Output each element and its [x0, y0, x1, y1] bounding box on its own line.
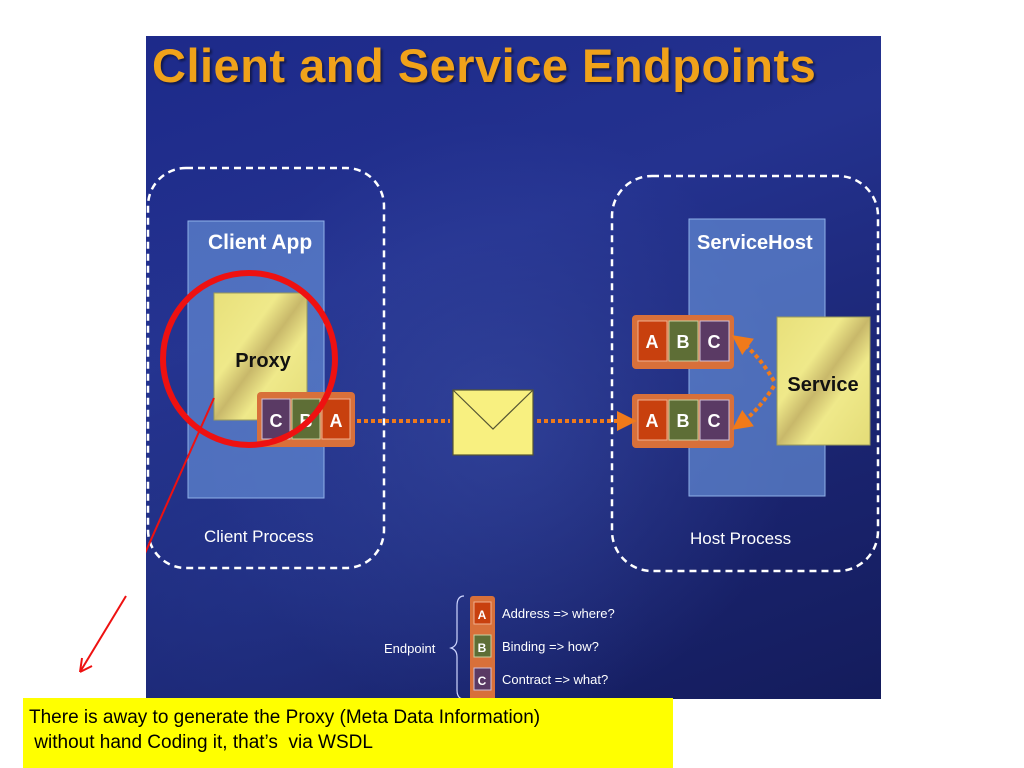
client-endpoint-contract — [261, 398, 291, 440]
host-endpoint-1-letter-c: C — [708, 332, 721, 352]
service-label: Service — [787, 374, 858, 396]
client-process-label: Client Process — [204, 527, 314, 546]
host-endpoint-2-letter-a: A — [646, 411, 659, 431]
host-process-label: Host Process — [690, 529, 791, 548]
client-endpoint-letter-c: C — [270, 411, 283, 431]
legend-address-swatch — [473, 601, 492, 625]
proxy-highlight-circle — [160, 270, 338, 448]
legend-contract-text: Contract => what? — [502, 672, 608, 687]
host-endpoint-1-binding — [668, 320, 699, 362]
host-endpoint-2-binding — [668, 399, 699, 441]
client-endpoint-letter-a: A — [330, 411, 343, 431]
host-endpoint-1-contract — [699, 320, 730, 362]
host-process-boundary — [610, 174, 880, 573]
legend-letter-a: A — [478, 608, 487, 622]
legend-endpoint-label: Endpoint — [384, 641, 436, 656]
host-endpoint-2-address — [637, 399, 668, 441]
caption-box: There is away to generate the Proxy (Met… — [23, 698, 673, 768]
host-endpoint-1-letter-b: B — [677, 332, 690, 352]
endpoint-legend: Endpoint A B C Address => where? Binding… — [384, 595, 615, 699]
service-box — [776, 316, 871, 446]
client-process-boundary — [146, 166, 386, 570]
host-endpoint-1-address — [637, 320, 668, 362]
red-pointer-line — [146, 397, 215, 554]
legend-address-text: Address => where? — [502, 606, 615, 621]
legend-letter-b: B — [478, 641, 487, 655]
client-app-label: Client App — [208, 231, 312, 254]
legend-contract-swatch — [473, 667, 492, 691]
caption-line-2: without hand Coding it, that’s via WSDL — [29, 732, 373, 753]
host-endpoint-1: A B C — [632, 315, 734, 369]
host-endpoint-2-letter-b: B — [677, 411, 690, 431]
slide-canvas: C B A A B C A B C — [146, 36, 881, 699]
client-endpoint-address — [321, 398, 351, 440]
envelope-icon — [452, 389, 534, 456]
endpoint-diagram: C B A A B C A B C — [146, 166, 880, 699]
host-endpoint-2: A B C — [632, 394, 734, 448]
service-to-endpoint-1-arrow — [731, 335, 776, 383]
legend-binding-text: Binding => how? — [502, 639, 599, 654]
host-endpoint-1-letter-a: A — [646, 332, 659, 352]
servicehost-label: ServiceHost — [697, 232, 813, 254]
legend-binding-swatch — [473, 634, 492, 658]
legend-brace — [449, 595, 465, 699]
proxy-label: Proxy — [235, 350, 291, 372]
host-endpoint-2-letter-c: C — [708, 411, 721, 431]
caption-line-1: There is away to generate the Proxy (Met… — [29, 707, 541, 728]
legend-letter-c: C — [478, 674, 487, 688]
host-endpoint-2-contract — [699, 399, 730, 441]
red-pointer-line-outer — [79, 595, 127, 673]
slide-title: Client and Service Endpoints — [152, 39, 817, 92]
red-arrowhead — [79, 657, 93, 673]
